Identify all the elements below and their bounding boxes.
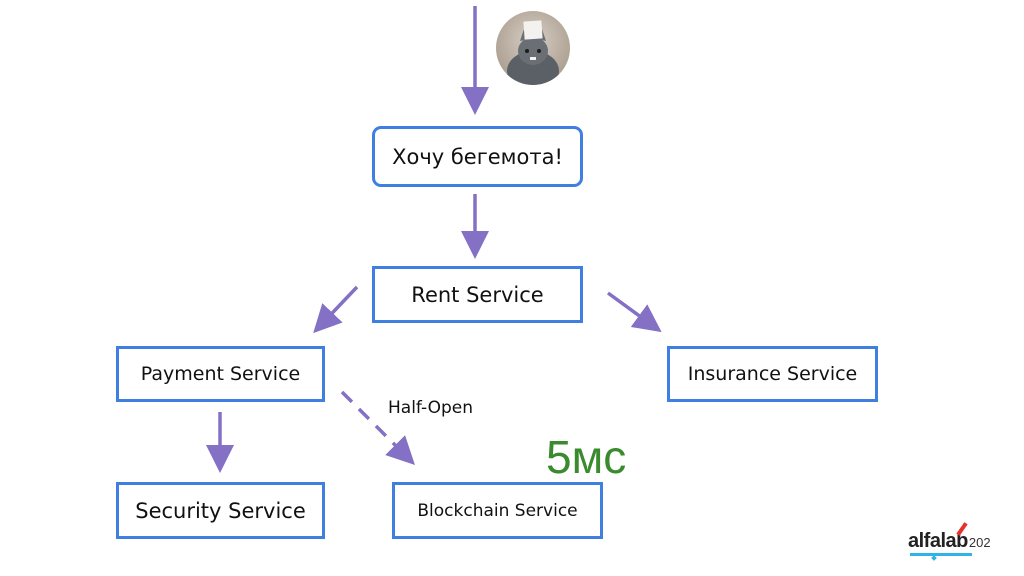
request-node-label: Хочу бегемота! [392, 144, 563, 169]
cat-photo-icon [507, 20, 559, 85]
arrow-rent-to-payment [313, 285, 359, 334]
logo-word: alfalab [908, 530, 968, 552]
security-service-label: Security Service [135, 498, 306, 523]
arrow-rent-to-insurance [606, 291, 662, 333]
blockchain-service-label: Blockchain Service [417, 500, 578, 521]
rent-service-node: Rent Service [372, 266, 583, 323]
insurance-service-label: Insurance Service [687, 363, 858, 385]
logo-underline [910, 553, 972, 556]
arrow-payment-to-blockchain-dashed [340, 390, 415, 465]
alfalab-logo: alfalab 202 [908, 522, 991, 561]
latency-value: 5мс [546, 431, 627, 483]
user-avatar [496, 11, 570, 85]
payment-service-label: Payment Service [140, 363, 301, 385]
logo-year: 202 [968, 535, 991, 550]
request-node: Хочу бегемота! [372, 126, 583, 187]
security-service-node: Security Service [116, 482, 325, 539]
insurance-service-node: Insurance Service [667, 346, 878, 402]
rent-service-label: Rent Service [411, 282, 544, 307]
payment-service-node: Payment Service [116, 346, 325, 402]
half-open-label: Half-Open [388, 398, 473, 418]
blockchain-service-node: Blockchain Service [392, 482, 603, 539]
